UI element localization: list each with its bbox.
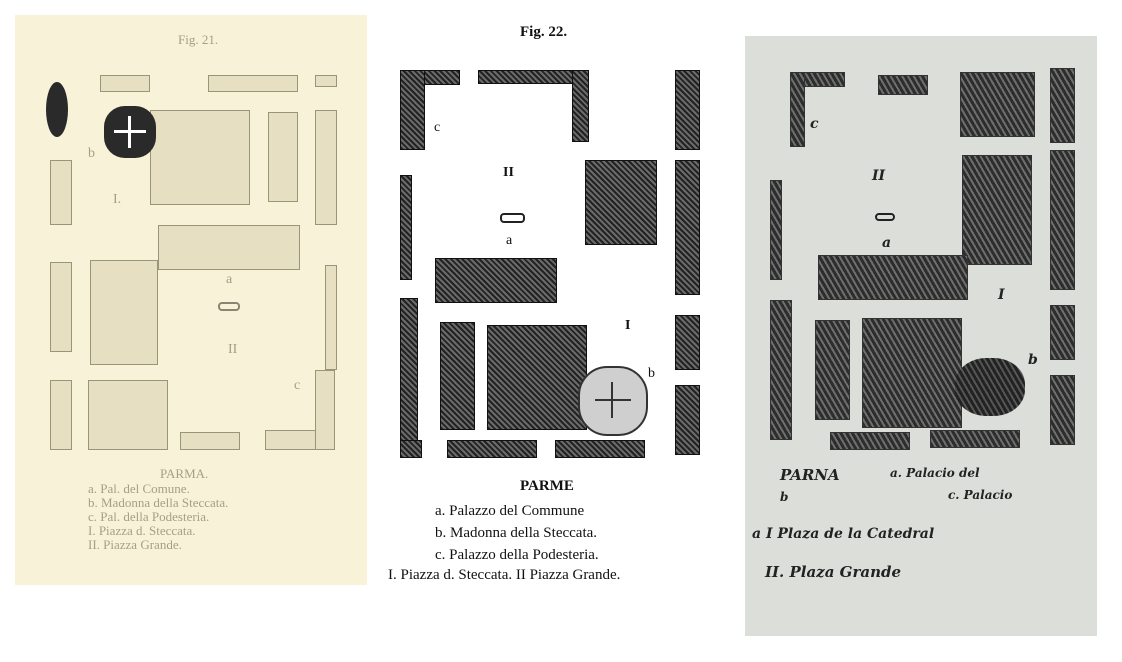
label-a: a — [506, 233, 513, 248]
city-block — [960, 72, 1035, 137]
city-block — [878, 75, 928, 95]
city-block — [487, 325, 587, 430]
fountain-ring — [500, 213, 525, 223]
label-a: a — [226, 272, 233, 287]
city-block — [440, 322, 475, 430]
label-I: I. — [113, 192, 122, 207]
city-block — [150, 110, 250, 205]
madonna-steccata-quatrefoil-icon — [578, 366, 648, 436]
palacio-block — [818, 255, 968, 300]
legend-item-I: a I Plaza de la Catedral — [752, 526, 935, 542]
city-block — [400, 440, 422, 458]
city-block — [1050, 305, 1075, 360]
fig21-title: Fig. 21. — [178, 32, 219, 47]
church-quatrefoil-icon — [955, 358, 1025, 416]
city-block — [675, 70, 700, 150]
city-block — [862, 318, 962, 428]
city-block — [962, 155, 1032, 265]
city-block — [400, 298, 418, 453]
legend-item: c. Palazzo della Podesteria. — [435, 547, 599, 563]
legend-item: I. Piazza d. Steccata. — [88, 523, 196, 538]
city-block — [90, 260, 158, 365]
fig22-legend-squares: I. Piazza d. Steccata. II Piazza Grande. — [388, 567, 621, 583]
label-b: b — [1028, 352, 1038, 368]
label-I: I — [998, 287, 1005, 303]
city-block — [325, 265, 337, 370]
city-block — [585, 160, 657, 245]
city-block — [1050, 68, 1075, 143]
city-block — [315, 110, 337, 225]
city-block — [830, 432, 910, 450]
city-block — [400, 175, 412, 280]
city-block — [100, 75, 150, 92]
city-block — [555, 440, 645, 458]
palazzo-podesteria-block — [315, 370, 335, 450]
sketch-legend-heading: PARNA — [780, 466, 840, 484]
city-block — [208, 75, 298, 92]
fig22-legend: a. Palazzo del Commune b. Madonna della … — [435, 500, 599, 566]
city-block — [770, 300, 792, 440]
city-block — [1050, 375, 1075, 445]
label-c: c — [434, 120, 441, 135]
city-block — [675, 385, 700, 455]
legend-item-a: a. Palacio del — [890, 466, 980, 480]
legend-item-c: c. Palacio — [948, 488, 1013, 502]
palazzo-block — [790, 72, 805, 147]
fig21-legend: a. Pal. del Comune. b. Madonna della Ste… — [88, 482, 228, 552]
city-block — [930, 430, 1020, 448]
fig22-title: Fig. 22. — [520, 24, 568, 40]
city-block — [447, 440, 537, 458]
legend-item: b. Madonna della Steccata. — [88, 495, 229, 510]
city-block — [675, 315, 700, 370]
label-II: II — [503, 165, 514, 180]
legend-item-b: b — [780, 490, 789, 504]
fig21-legend-heading: PARMA. — [160, 466, 209, 481]
city-block — [88, 380, 168, 450]
city-block — [675, 160, 700, 295]
label-I: I — [625, 318, 631, 333]
label-II: II — [872, 168, 886, 184]
label-a: a — [882, 235, 892, 251]
city-block — [315, 75, 337, 87]
legend-item: a. Palazzo del Commune — [435, 503, 585, 519]
city-block — [770, 180, 782, 280]
fig22-legend-heading: PARME — [520, 478, 574, 494]
legend-item: b. Madonna della Steccata. — [435, 525, 598, 541]
city-block — [50, 380, 72, 450]
label-c: c — [810, 116, 819, 132]
city-block — [50, 262, 72, 352]
palazzo-podesteria-block — [400, 70, 425, 150]
madonna-steccata-quatrefoil-icon — [104, 106, 156, 158]
label-b: b — [648, 366, 655, 381]
legend-item: a. Pal. del Comune. — [88, 481, 190, 496]
palazzo-comune-block — [158, 225, 300, 270]
label-c: c — [294, 378, 301, 393]
city-block — [815, 320, 850, 420]
label-II: II — [228, 342, 238, 357]
church-quatrefoil-edge — [46, 82, 68, 137]
city-block — [1050, 150, 1075, 290]
fountain-ring — [218, 302, 240, 311]
city-block — [572, 70, 589, 142]
city-block — [478, 70, 578, 84]
legend-item-II: II. Plaza Grande — [765, 563, 902, 581]
palazzo-comune-block — [435, 258, 557, 303]
city-block — [50, 160, 72, 225]
legend-item: c. Pal. della Podesteria. — [88, 509, 210, 524]
city-block — [180, 432, 240, 450]
fountain-ring — [875, 213, 895, 221]
city-block — [268, 112, 298, 202]
label-b: b — [88, 146, 95, 161]
legend-item: II. Piazza Grande. — [88, 537, 182, 552]
